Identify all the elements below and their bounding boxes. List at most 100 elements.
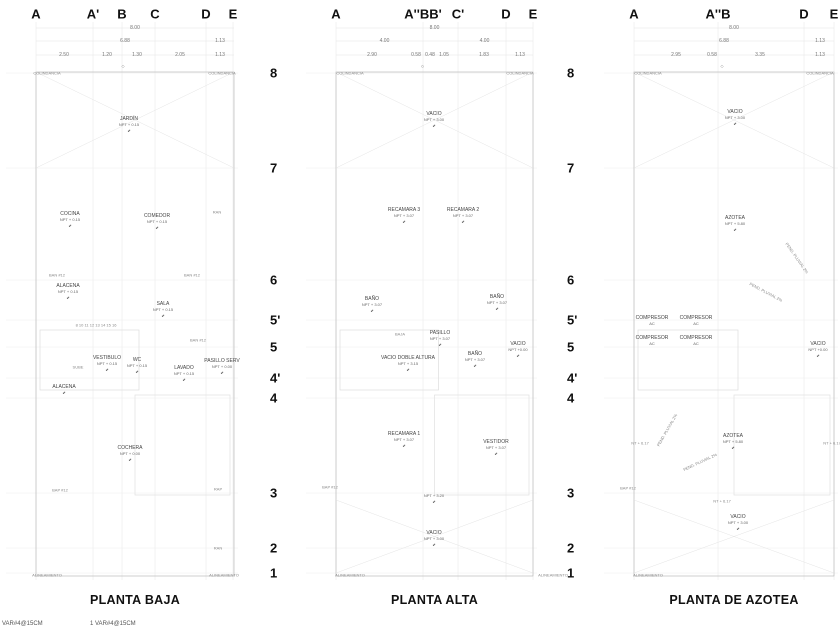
room-level: NPT + 3.07 (485, 445, 507, 450)
annotation-tag: COLINDANCIA (33, 70, 61, 76)
annotation-tag: COLINDANCIA (506, 70, 534, 76)
level-marker-icon: ⬋ (402, 219, 406, 224)
dimension-mid: 6.88 (120, 38, 130, 44)
level-marker-icon: ⬋ (220, 370, 224, 375)
room-wall (733, 394, 831, 496)
room-level: AC (649, 341, 655, 346)
room-name: RECAMARA 3 (387, 207, 421, 213)
level-marker-icon: ⬋ (733, 121, 737, 126)
room-name: BAÑO (364, 296, 380, 302)
room-name: WC (132, 357, 142, 363)
dimension-total: 8.00 (429, 25, 440, 31)
annotation-tag: RAN (213, 545, 223, 551)
room-level: NPT + 5.80 (722, 439, 744, 444)
room-level: NPT + 5.80 (724, 221, 746, 226)
level-marker-icon: ⬋ (128, 457, 132, 462)
annotation-tag: COLINDANCIA (336, 70, 364, 76)
room-name: COMPRESOR (679, 335, 713, 341)
grid-axis-label: A''BB' (404, 6, 442, 22)
level-marker-icon: ⬋ (127, 128, 131, 133)
dimension-total: 8.00 (130, 25, 140, 31)
annotation-tag: BAP #12 (620, 485, 636, 491)
room-level: NPT + 0.00 (119, 451, 141, 456)
grid-axis-label: C (150, 6, 160, 22)
room-name: COCINA (60, 211, 80, 217)
level-marker-icon: ⬋ (494, 451, 498, 456)
plan-outline (633, 71, 835, 577)
annotation-tag: ALINEAMIENTO (538, 572, 568, 578)
room-level: NPT + 0.15 (59, 217, 81, 222)
room-name: COMPRESOR (635, 335, 669, 341)
grid-row-label: 5 (270, 339, 278, 355)
room-name: COMPRESOR (679, 315, 713, 321)
room-name: ALACENA (52, 384, 76, 390)
room-name: PASILLO SERV (204, 358, 240, 364)
grid-row-label: 8 (270, 65, 278, 81)
annotation-tag: BAN #12 (48, 272, 66, 278)
dimension-mid: 1.13 (215, 38, 225, 44)
stair-step-numbers: 8 10 11 12 13 14 15 16 (75, 322, 117, 328)
grid-axis-label: E (528, 6, 538, 22)
room-name: JARDÍN (119, 116, 139, 122)
stair-block (637, 329, 739, 391)
annotation-tag: RAP (213, 486, 223, 492)
dimension-mid: 6.88 (719, 38, 729, 44)
north-arrow-icon: ◇ (121, 63, 125, 69)
annotation-tag: NT + 6.17 (631, 440, 649, 446)
rebar-note: 1 VAR#4@15CM (90, 621, 136, 627)
stair-block (339, 329, 439, 391)
dimension-detail: 2.90 (367, 52, 377, 58)
level-marker-icon: ⬋ (816, 353, 820, 358)
grid-axis-label: B (117, 6, 127, 22)
annotation-tag: BAP #12 (322, 484, 338, 490)
room-name: VACIO (730, 514, 746, 520)
level-marker-icon: ⬋ (736, 526, 740, 531)
grid-axis-label: E (228, 6, 238, 22)
grid-axis-label: D (799, 6, 809, 22)
room-level: NPT + 3.07 (464, 357, 486, 362)
room-level: NPT + 0.15 (118, 122, 140, 127)
grid-row-label: 2 (270, 540, 278, 556)
dimension-detail: 2.50 (59, 52, 69, 58)
level-marker-icon: ⬋ (406, 367, 410, 372)
grid-axis-label: A''B (705, 6, 731, 22)
dimension-detail: 0.58 (707, 52, 717, 58)
grid-row-label: 3 (567, 485, 575, 501)
room-name: VESTIBULO (92, 355, 122, 361)
dimension-detail: 0.48 (425, 52, 435, 58)
grid-axis-label: C' (451, 6, 465, 22)
annotation-tag: NT + 6.17 (823, 440, 840, 446)
grid-row-label: 8 (567, 65, 575, 81)
plan-outline (335, 71, 534, 577)
plan-outline (35, 71, 235, 577)
level-marker-icon: ⬋ (432, 542, 436, 547)
annotation-tag: BAN #12 (189, 337, 207, 343)
dimension-detail: 1.13 (815, 52, 825, 58)
level-marker-icon: ⬋ (731, 445, 735, 450)
void-diagonal (633, 499, 835, 574)
room-name: AZOTEA (724, 215, 745, 221)
dimension-detail: 1.13 (215, 52, 225, 58)
room-name: PASILLO (429, 330, 451, 336)
annotation-tag: BAJA (394, 331, 406, 337)
dimension-detail: 1.20 (102, 52, 112, 58)
annotation-tag: COLINDANCIA (806, 70, 834, 76)
room-level: NPT + 0.15 (126, 363, 148, 368)
level-marker-icon: ⬋ (473, 363, 477, 368)
grid-row-label: 7 (567, 160, 575, 176)
plan-title: PLANTA BAJA (89, 593, 181, 607)
